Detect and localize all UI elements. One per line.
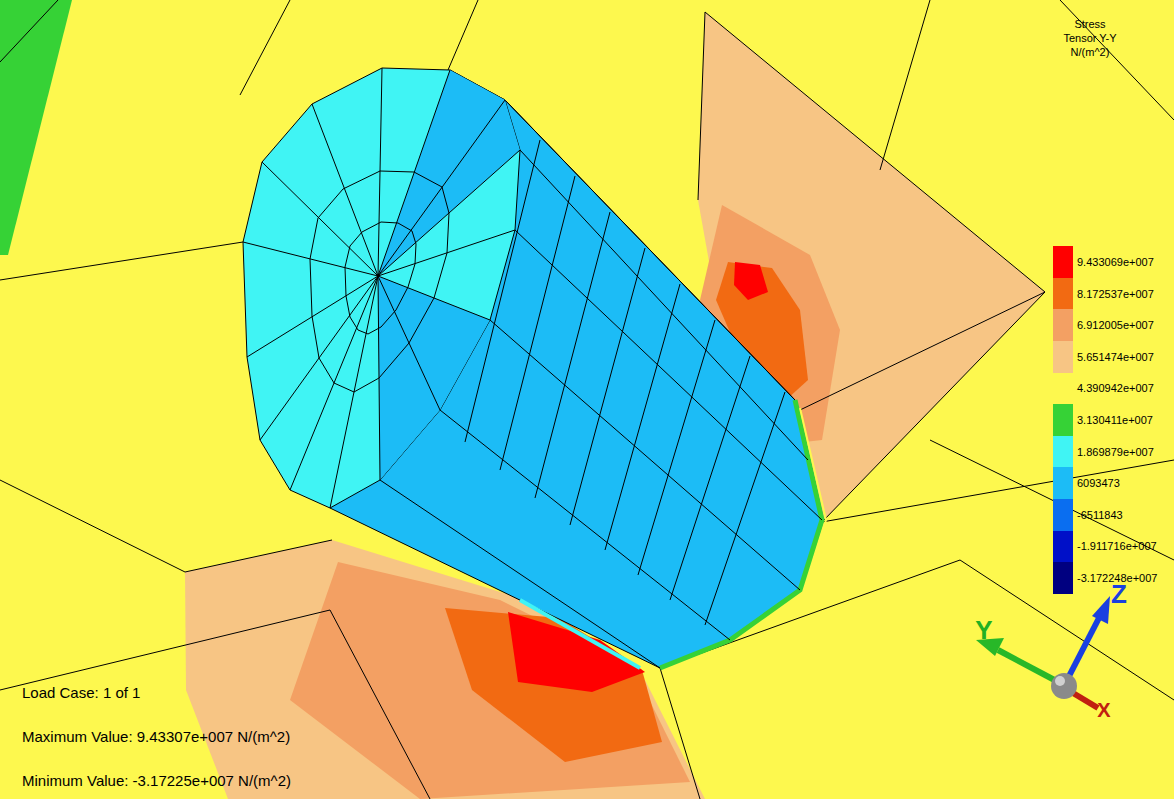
- legend-value: 4.390942e+007: [1077, 382, 1154, 394]
- load-case-text: Load Case: 1 of 1: [22, 684, 140, 701]
- color-bar-swatch: [1053, 436, 1073, 468]
- legend-value: -6511843: [1077, 509, 1123, 521]
- color-bar-swatch: [1053, 278, 1073, 310]
- legend-value: -3.172248e+007: [1077, 572, 1157, 584]
- legend-value: 6093473: [1077, 477, 1120, 489]
- min-value-text: Minimum Value: -3.17225e+007 N/(m^2): [22, 772, 291, 789]
- legend-title: Stress: [1074, 18, 1105, 30]
- legend-value: -1.911716e+007: [1077, 540, 1157, 552]
- color-bar-swatch: [1053, 404, 1073, 436]
- color-bar-swatch: [1053, 562, 1073, 594]
- axis-label: Y: [975, 615, 992, 646]
- color-bar-swatch: [1053, 309, 1073, 341]
- max-value-text: Maximum Value: 9.43307e+007 N/(m^2): [22, 728, 290, 745]
- legend-value: 3.130411e+007: [1077, 414, 1153, 426]
- legend-value: 1.869879e+007: [1077, 446, 1154, 458]
- legend-value: 6.912005e+007: [1077, 319, 1154, 331]
- color-bar-swatch: [1053, 373, 1073, 405]
- color-bar-swatch: [1053, 531, 1073, 563]
- axis-label: X: [1097, 699, 1110, 722]
- color-bar-swatch: [1053, 341, 1073, 373]
- color-bar-swatch: [1053, 246, 1073, 278]
- color-bar-swatch: [1053, 467, 1073, 499]
- legend-value: 9.433069e+007: [1077, 256, 1154, 268]
- legend-value: 8.172537e+007: [1077, 288, 1154, 300]
- legend-unit: N/(m^2): [1071, 46, 1110, 58]
- legend-value: 5.651474e+007: [1077, 351, 1154, 363]
- color-bar-swatch: [1053, 499, 1073, 531]
- legend-title: Tensor Y-Y: [1063, 32, 1116, 44]
